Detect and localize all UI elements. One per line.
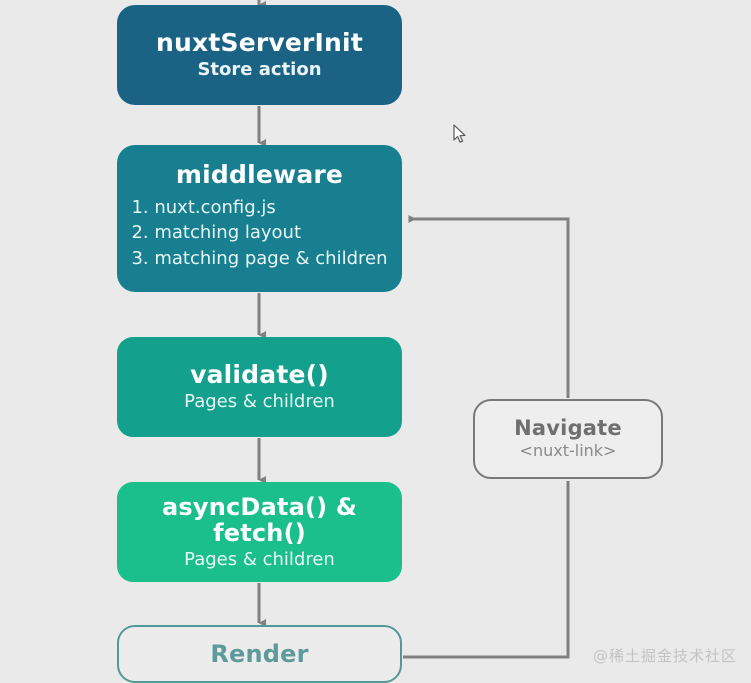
node-render-title: Render	[210, 639, 309, 668]
node-middleware[interactable]: middleware 1. nuxt.config.js 2. matching…	[117, 145, 402, 292]
node-render[interactable]: Render	[117, 625, 402, 683]
node-navigate[interactable]: Navigate <nuxt-link>	[473, 399, 663, 479]
mouse-pointer-icon	[453, 124, 466, 143]
node-nuxtserverinit-subtitle: Store action	[197, 59, 322, 81]
watermark: @稀土掘金技术社区	[592, 647, 737, 665]
node-asyncdata-title: asyncData() & fetch()	[161, 492, 358, 548]
node-asyncdata-subtitle: Pages & children	[184, 548, 335, 570]
list-item: 3. matching page & children	[131, 247, 388, 269]
node-nuxtserverinit-title: nuxtServerInit	[156, 27, 363, 57]
node-asyncdata[interactable]: asyncData() & fetch() Pages & children	[117, 482, 402, 582]
node-navigate-title: Navigate	[514, 416, 622, 441]
node-nuxtserverinit[interactable]: nuxtServerInit Store action	[117, 5, 402, 105]
list-item: 1. nuxt.config.js	[131, 196, 276, 218]
node-navigate-subtitle: <nuxt-link>	[519, 441, 617, 461]
node-middleware-title: middleware	[175, 160, 344, 189]
node-validate-subtitle: Pages & children	[184, 390, 335, 412]
edge-render-to-navigate	[403, 481, 570, 659]
node-validate[interactable]: validate() Pages & children	[117, 337, 402, 437]
list-item: 2. matching layout	[131, 222, 302, 244]
edge-navigate-to-middleware	[408, 215, 570, 398]
node-validate-title: validate()	[190, 360, 329, 390]
node-middleware-list: 1. nuxt.config.js 2. matching layout 3. …	[131, 195, 387, 272]
